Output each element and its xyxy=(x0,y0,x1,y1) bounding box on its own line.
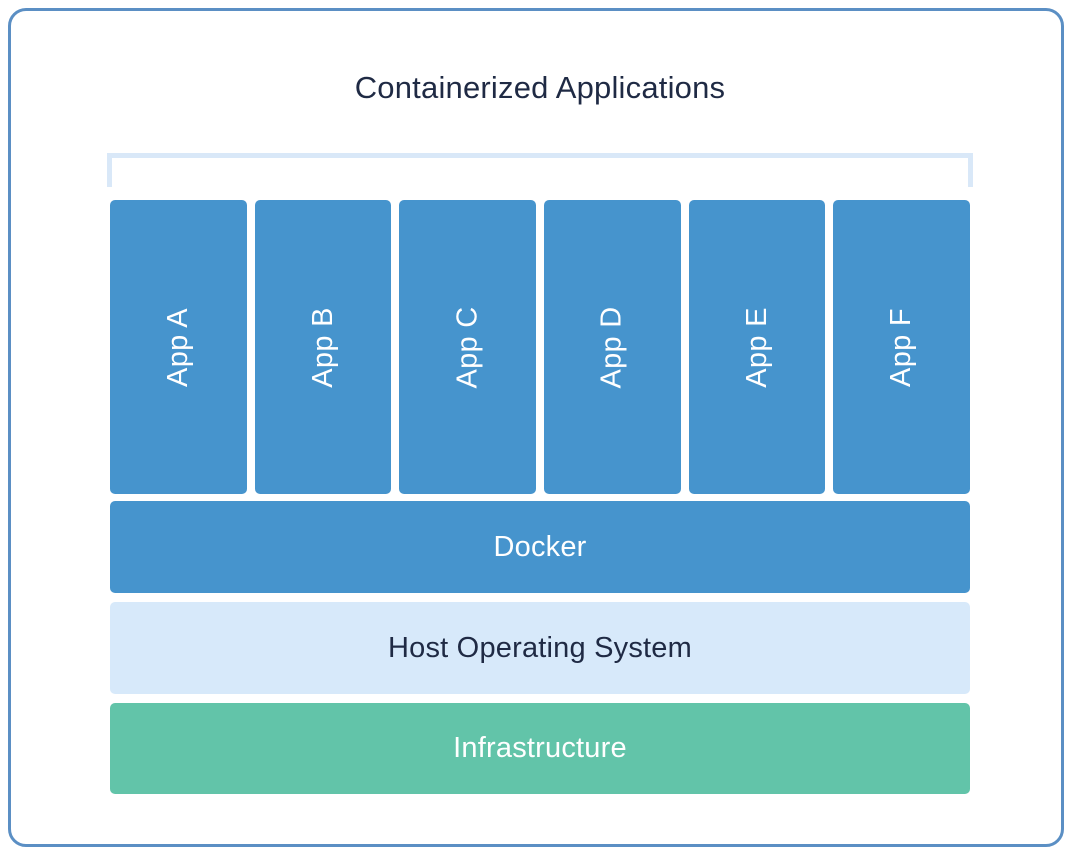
page-title: Containerized Applications xyxy=(354,70,726,105)
app-container-c[interactable]: App C xyxy=(399,200,537,494)
app-container-d[interactable]: App D xyxy=(544,200,681,494)
application-containers-row: App A App B App C App D App E App F xyxy=(110,200,971,494)
app-container-label: App F xyxy=(885,307,918,387)
app-container-label: App D xyxy=(595,305,628,389)
app-container-label: App C xyxy=(451,305,484,389)
app-container-a[interactable]: App A xyxy=(110,200,247,494)
app-container-b[interactable]: App B xyxy=(254,200,392,494)
app-container-label: App B xyxy=(306,306,339,388)
app-container-e[interactable]: App E xyxy=(688,200,826,494)
app-container-label: App A xyxy=(161,307,194,387)
layer-docker[interactable]: Docker xyxy=(110,501,970,593)
layer-host-operating-system[interactable]: Host Operating System xyxy=(110,602,970,694)
app-container-label: App E xyxy=(740,306,773,388)
app-container-f[interactable]: App F xyxy=(833,200,971,494)
containerized-apps-bracket xyxy=(107,153,973,187)
layer-infrastructure[interactable]: Infrastructure xyxy=(110,703,970,794)
